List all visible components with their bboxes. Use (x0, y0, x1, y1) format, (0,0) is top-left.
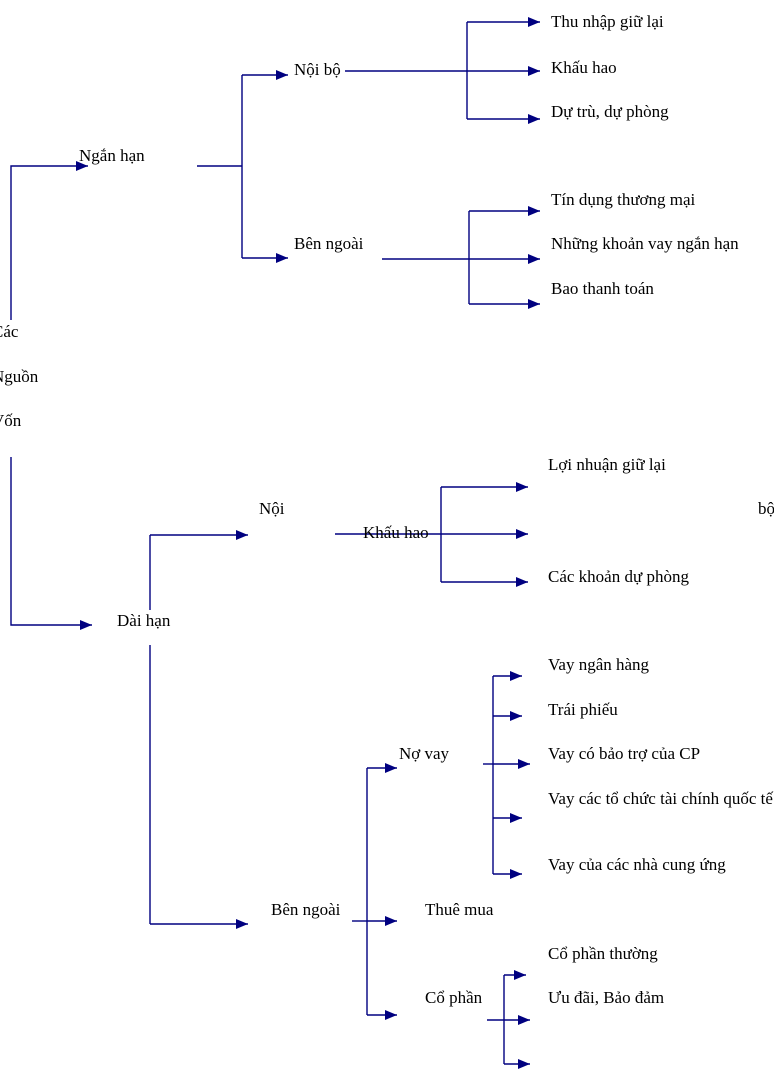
debt-item-5: Vay của các nhà cung ứng (548, 855, 726, 874)
long-term-label: Dài hạn (117, 611, 171, 630)
long-internal-label-left: Nội (259, 499, 285, 518)
equity-item-2: Ưu đãi, Bảo đảm (548, 988, 665, 1007)
debt-label: Nợ vay (399, 744, 450, 763)
short-internal-item-3: Dự trù, dự phòng (551, 102, 669, 121)
debt-item-4: Vay các tổ chức tài chính quốc tế (548, 789, 773, 808)
short-external-label: Bên ngoài (294, 234, 364, 253)
short-external-item-3: Bao thanh toán (551, 279, 654, 298)
short-term-label: Ngắn hạn (79, 146, 145, 165)
long-internal-item-2: Khấu hao (363, 523, 429, 542)
short-internal-item-2: Khấu hao (551, 58, 617, 77)
root-label-line1: Các (0, 322, 19, 341)
long-internal-item-3: Các khoản dự phòng (548, 567, 689, 586)
root-label-line2: Nguồn (0, 367, 39, 386)
lease-label: Thuê mua (425, 900, 494, 919)
equity-label: Cổ phần (425, 988, 483, 1007)
long-internal-item-1: Lợi nhuận giữ lại (548, 455, 666, 474)
connector-root-long-term (10, 457, 92, 630)
debt-item-1: Vay ngân hàng (548, 655, 650, 674)
long-external-label: Bên ngoài (271, 900, 341, 919)
root-label-line3: Vốn (0, 411, 22, 430)
debt-item-2: Trái phiếu (548, 700, 618, 719)
equity-item-1: Cổ phần thường (548, 944, 658, 963)
short-internal-item-1: Thu nhập giữ lại (551, 12, 664, 31)
long-internal-label-right: bộ (758, 499, 774, 518)
short-external-item-2: Những khoản vay ngắn hạn (551, 234, 739, 253)
short-external-item-1: Tín dụng thương mại (551, 190, 696, 209)
connector-root-short-term (10, 161, 88, 320)
debt-item-3: Vay có bảo trợ của CP (548, 744, 701, 763)
short-internal-label: Nội bộ (294, 60, 341, 79)
